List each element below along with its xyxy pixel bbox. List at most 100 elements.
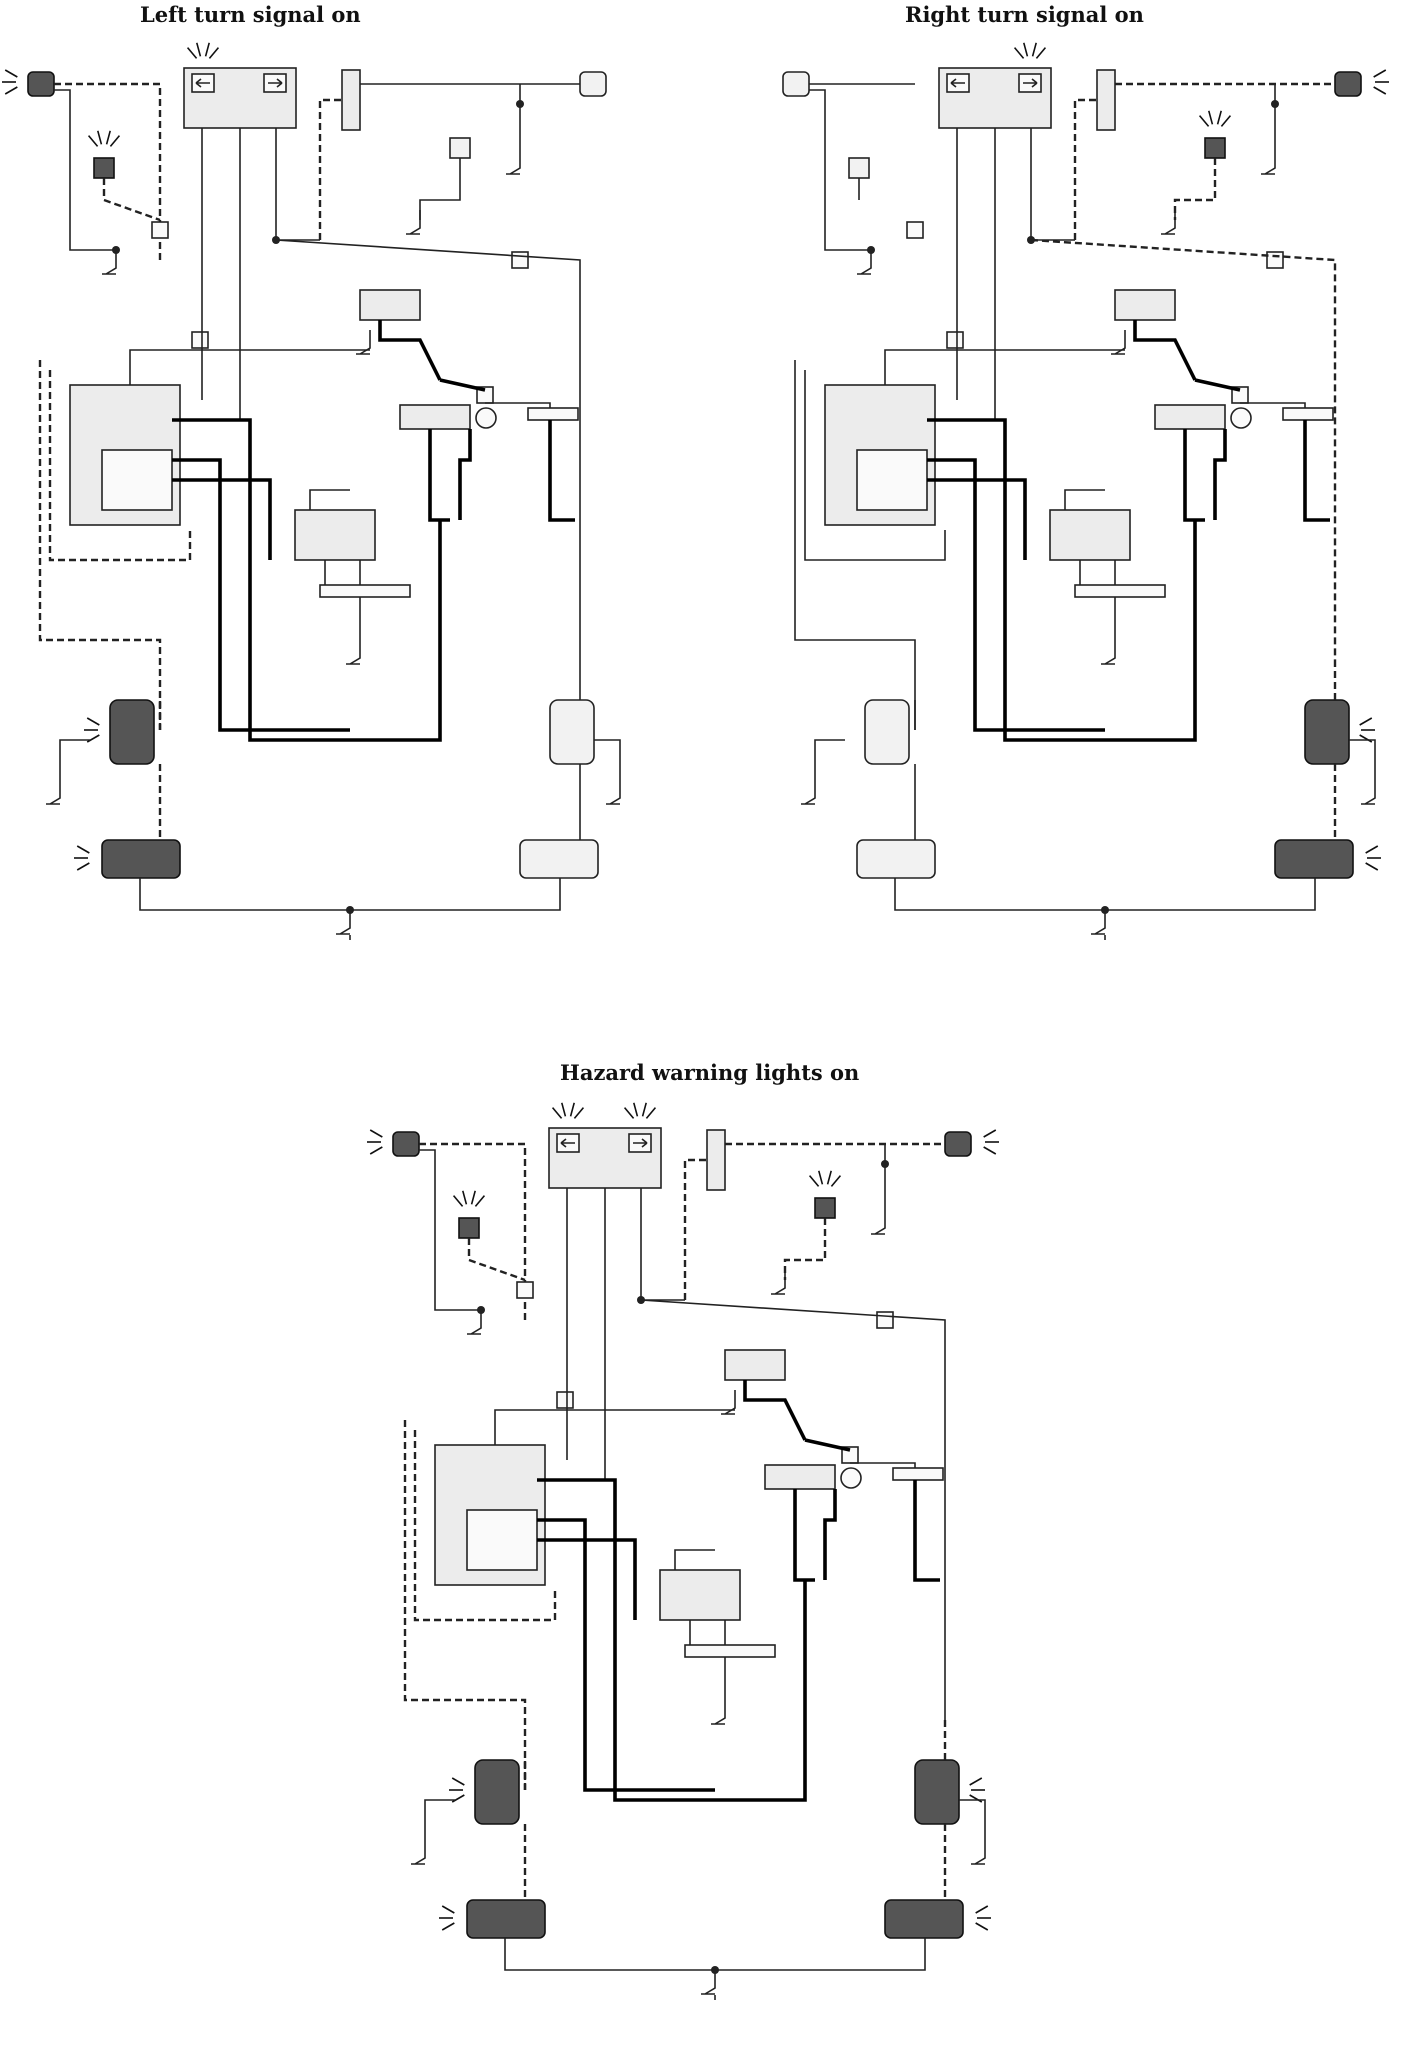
side-repeater-right — [449, 137, 471, 159]
wire — [823, 1489, 837, 1580]
ground-symbol — [1161, 210, 1176, 235]
diagram-left-turn-signal — [2, 42, 621, 940]
wire — [403, 1420, 527, 1790]
ray — [452, 1195, 464, 1207]
wire — [1349, 739, 1376, 780]
ray — [975, 1922, 989, 1931]
ray — [462, 1190, 468, 1205]
connector-block — [876, 1311, 894, 1329]
wire — [102, 178, 161, 222]
wire — [1173, 158, 1217, 220]
fuse-strip — [1074, 584, 1166, 598]
ray — [86, 717, 100, 726]
ray — [645, 1107, 657, 1119]
wire — [485, 402, 551, 408]
central-electronic-module — [1049, 509, 1131, 561]
ray — [551, 1107, 563, 1119]
ground-symbol — [1111, 330, 1126, 355]
wire — [413, 1430, 557, 1622]
ground-symbol — [721, 1390, 736, 1415]
ray — [1365, 845, 1379, 854]
fuse-strip — [319, 584, 411, 598]
ground-symbol — [406, 210, 421, 235]
ray — [1373, 69, 1387, 78]
hazard-switch — [724, 1349, 786, 1381]
ray — [1013, 47, 1025, 59]
ray — [1216, 110, 1222, 125]
front-left-indicator — [782, 71, 810, 97]
ray — [105, 130, 111, 145]
wire — [850, 1462, 916, 1468]
wire — [59, 739, 90, 780]
ground-symbol — [1091, 910, 1106, 935]
wire — [783, 1218, 827, 1280]
ray — [441, 1922, 455, 1931]
wire — [318, 98, 342, 240]
light-rays — [1013, 42, 1047, 59]
ground-symbol — [411, 1840, 426, 1865]
ray — [969, 1794, 983, 1803]
junction-dot — [1271, 100, 1279, 108]
wire — [458, 429, 472, 520]
wire — [48, 370, 192, 562]
wire — [309, 489, 350, 510]
rear-right-tail-lamp — [884, 1899, 964, 1939]
ray — [983, 1129, 997, 1138]
ray — [1035, 47, 1047, 59]
flasher-relay — [399, 404, 471, 430]
wire — [1303, 420, 1330, 522]
ground-symbol — [606, 780, 621, 805]
front-left-indicator — [392, 1131, 420, 1157]
wire — [139, 878, 561, 911]
light-rays — [186, 42, 220, 59]
wire — [743, 1380, 807, 1441]
ray — [87, 135, 99, 147]
front-left-indicator — [27, 71, 55, 97]
side-repeater-left — [848, 157, 870, 179]
ray — [4, 86, 18, 95]
arrow-left-icon — [950, 78, 965, 88]
ground-symbol — [336, 910, 351, 935]
light-rays — [623, 1102, 657, 1119]
flasher-relay — [1154, 404, 1226, 430]
ray — [1365, 862, 1379, 871]
wire — [419, 158, 461, 220]
wire — [894, 878, 1316, 911]
wire — [640, 1188, 685, 1301]
ray — [826, 1170, 832, 1185]
flasher-icon — [840, 1467, 862, 1489]
light-rays — [87, 130, 121, 147]
wire — [1073, 98, 1097, 240]
fuse-unit — [341, 69, 361, 131]
wire — [814, 739, 845, 780]
title-right-turn-signal: Right turn signal on — [905, 2, 1144, 27]
ray — [818, 1170, 824, 1185]
ray — [1023, 42, 1029, 57]
rear-right-side-lamp — [549, 699, 595, 765]
front-right-indicator — [1334, 71, 1362, 97]
ray — [623, 1107, 635, 1119]
wire — [439, 378, 486, 392]
ray — [4, 69, 18, 78]
ground-symbol — [871, 1210, 886, 1235]
ray — [369, 1146, 383, 1155]
wire — [504, 1938, 926, 1971]
hazard-switch — [359, 289, 421, 321]
ground-symbol — [1361, 780, 1376, 805]
ground-symbol — [356, 330, 371, 355]
wire — [38, 360, 162, 730]
ray — [470, 1190, 476, 1205]
wire — [1213, 429, 1227, 520]
ray — [76, 845, 90, 854]
light-rays — [74, 845, 90, 871]
wire — [640, 1299, 946, 1720]
light-rays — [1198, 110, 1232, 127]
arrow-right-icon — [268, 78, 283, 88]
ground-symbol — [771, 1270, 786, 1295]
light-rays — [983, 1129, 999, 1155]
wire — [674, 1549, 715, 1570]
ground-symbol — [971, 1840, 986, 1865]
rear-left-side-lamp — [109, 699, 155, 765]
ground-symbol — [506, 150, 521, 175]
wire — [54, 89, 116, 251]
